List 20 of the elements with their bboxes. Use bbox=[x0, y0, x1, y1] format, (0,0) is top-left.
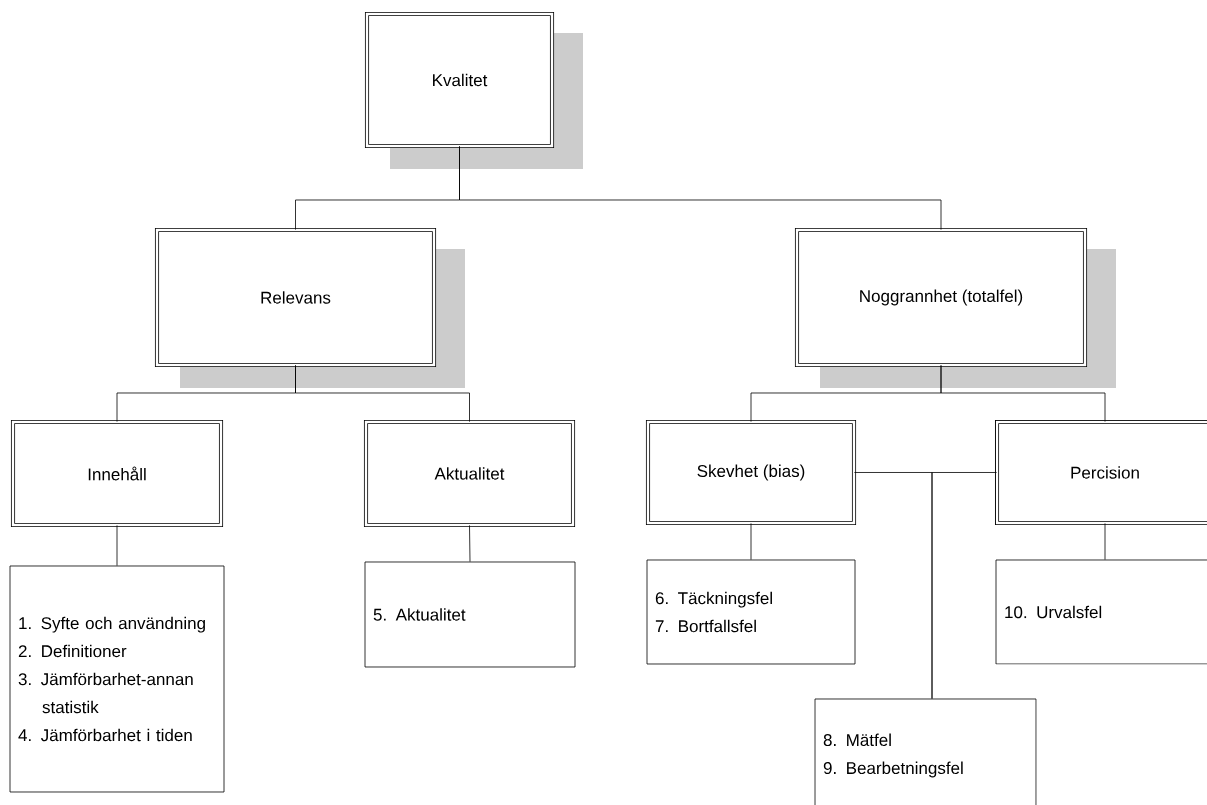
item-list-box: 1. Syfte och användning 2. Definitioner 3. Jämförbarhet-annan statistik 4. Jämförbarhet i tiden bbox=[9, 565, 225, 793]
item-list-box: 8. Mätfel 9. Bearbetningsfel bbox=[814, 698, 1037, 805]
item-list-box: 10. Urvalsfel bbox=[995, 559, 1207, 665]
category-box: Aktualitet bbox=[363, 419, 576, 528]
category-box: Noggrannhet (totalfel) bbox=[794, 227, 1116, 388]
connector-line bbox=[459, 146, 942, 230]
category-box: Skevhet (bias) bbox=[645, 419, 857, 526]
category-box: Innehåll bbox=[10, 419, 224, 528]
connector-line bbox=[116, 525, 118, 566]
connector-line bbox=[1104, 523, 1106, 560]
category-box: Relevans bbox=[154, 227, 465, 388]
item-list-box: 6. Täckningsfel 7. Bortfallsfel bbox=[646, 559, 856, 665]
connector-line bbox=[750, 523, 752, 560]
connector-line bbox=[469, 525, 471, 562]
connector-line bbox=[295, 365, 470, 422]
connector-line bbox=[940, 365, 1106, 422]
category-box: Percision bbox=[994, 419, 1207, 526]
category-box: Kvalitet bbox=[364, 11, 583, 169]
item-list-box: 5. Aktualitet bbox=[364, 561, 576, 668]
connector-line bbox=[931, 472, 997, 699]
